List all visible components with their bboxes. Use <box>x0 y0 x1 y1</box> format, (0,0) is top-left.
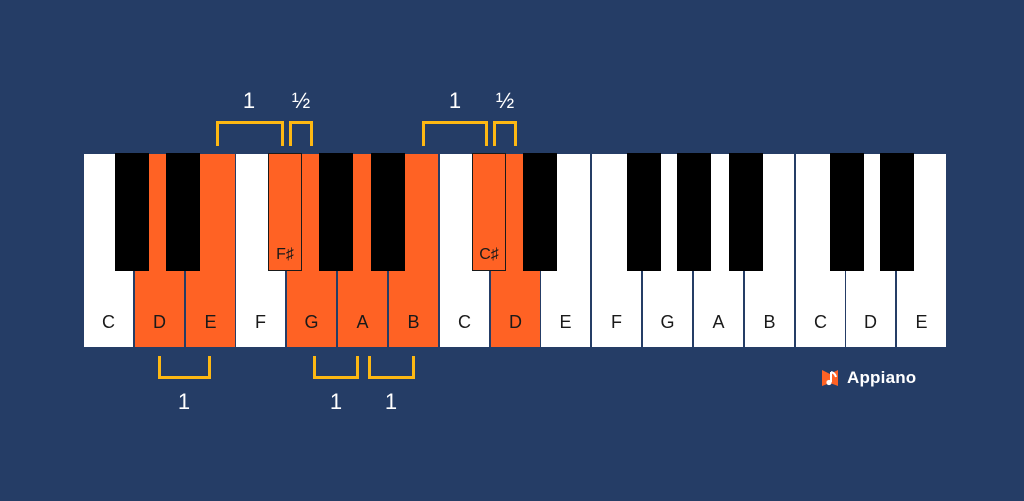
black-key-c-sharp <box>115 153 149 271</box>
key-label: G <box>304 312 319 332</box>
black-key-c-sharp: C♯ <box>472 153 506 271</box>
interval-label: 1 <box>384 389 398 414</box>
key-label: D <box>864 312 877 332</box>
black-key-a-sharp <box>371 153 405 271</box>
interval-label: 1 <box>177 389 191 414</box>
key-label: G <box>660 312 675 332</box>
black-key-d-sharp <box>523 153 557 271</box>
interval-bracket-half-step <box>493 121 517 146</box>
key-label: D <box>509 312 522 332</box>
black-key-f-sharp <box>627 153 661 271</box>
black-key-f-sharp: F♯ <box>268 153 302 271</box>
interval-bracket-whole-step <box>368 356 415 379</box>
interval-bracket-whole-step <box>422 121 488 146</box>
key-label: A <box>712 312 725 332</box>
key-label: F <box>611 312 622 332</box>
key-label: C <box>458 312 471 332</box>
key-label: F <box>255 312 266 332</box>
black-key-a-sharp <box>729 153 763 271</box>
interval-bracket-whole-step <box>313 356 359 379</box>
brand-logo: Appiano <box>821 368 916 388</box>
interval-label: 1 <box>329 389 343 414</box>
key-label: C♯ <box>479 246 499 263</box>
key-label: F♯ <box>276 246 294 263</box>
key-label: E <box>559 312 572 332</box>
key-label: E <box>915 312 928 332</box>
key-label: A <box>356 312 369 332</box>
brand-name: Appiano <box>847 368 917 387</box>
music-note-flag-icon <box>822 370 838 386</box>
key-label: C <box>102 312 115 332</box>
black-key-c-sharp <box>830 153 864 271</box>
key-label: E <box>204 312 217 332</box>
black-key-g-sharp <box>677 153 711 271</box>
interval-bracket-half-step <box>289 121 313 146</box>
interval-label: 1 <box>448 88 462 113</box>
key-label: C <box>814 312 827 332</box>
black-key-d-sharp <box>166 153 200 271</box>
interval-label: 1 <box>242 88 256 113</box>
interval-label: ½ <box>495 88 515 113</box>
key-label: B <box>407 312 420 332</box>
black-key-d-sharp <box>880 153 914 271</box>
key-label: D <box>153 312 166 332</box>
interval-bracket-whole-step <box>158 356 211 379</box>
black-key-g-sharp <box>319 153 353 271</box>
key-label: B <box>763 312 776 332</box>
interval-bracket-whole-step <box>216 121 284 146</box>
interval-label: ½ <box>291 88 311 113</box>
